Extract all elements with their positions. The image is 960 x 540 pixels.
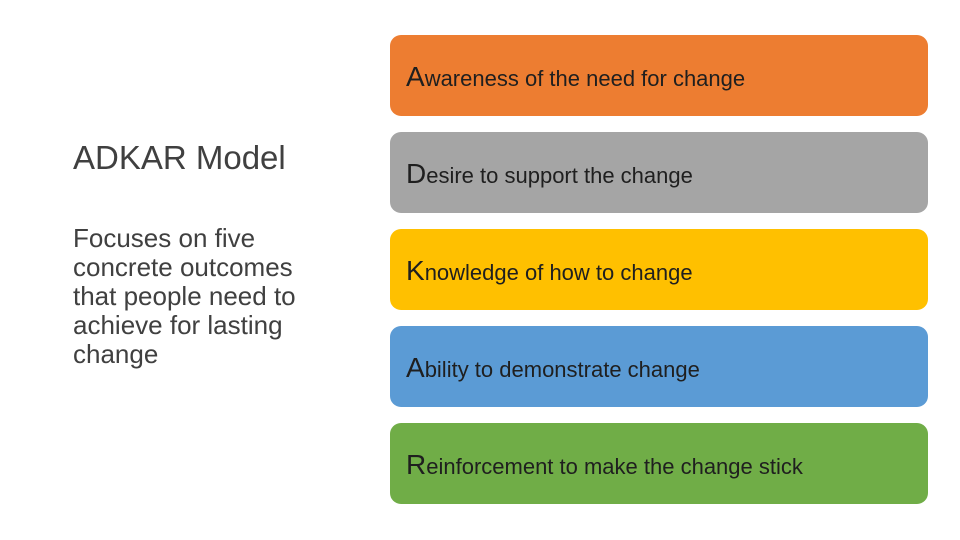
- step-text: bility to demonstrate change: [424, 356, 700, 382]
- step-text: esire to support the change: [426, 162, 693, 188]
- step-initial: K: [406, 254, 425, 286]
- step-initial: A: [406, 351, 425, 383]
- step-initial: D: [406, 157, 427, 189]
- slide-description: Focuses on five concrete outcomes that p…: [73, 223, 296, 369]
- step-text: einforcement to make the change stick: [426, 453, 803, 479]
- step-text: nowledge of how to change: [424, 259, 693, 285]
- step-initial: A: [406, 60, 425, 92]
- slide-title: ADKAR Model: [73, 139, 286, 176]
- step-initial: R: [406, 448, 427, 480]
- step-text: wareness of the need for change: [424, 65, 746, 91]
